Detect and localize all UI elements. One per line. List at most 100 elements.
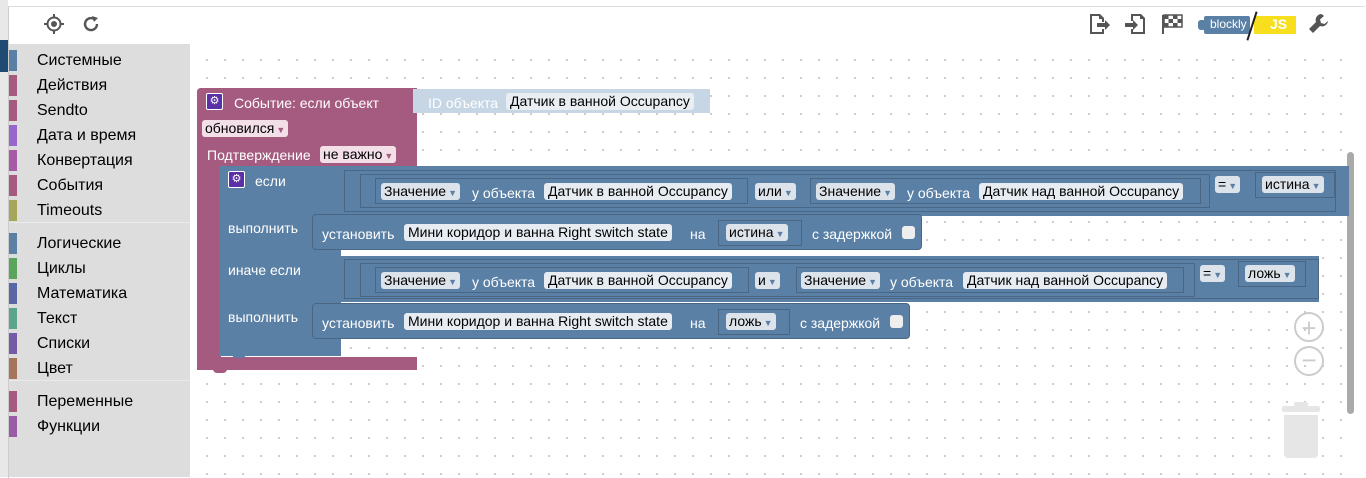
- category-loops[interactable]: Циклы: [9, 256, 190, 281]
- toolbox-group-system: Системные Действия Sendto Дата и время К…: [9, 48, 190, 223]
- checkered-flag-icon[interactable]: [1160, 12, 1184, 36]
- category-label: Переменные: [37, 393, 134, 410]
- category-math[interactable]: Математика: [9, 281, 190, 306]
- compare-operator-dropdown[interactable]: =▼: [1215, 176, 1241, 193]
- category-convert[interactable]: Конвертация: [9, 148, 190, 173]
- export-icon[interactable]: [1087, 12, 1111, 36]
- mutator-gear-icon[interactable]: ⚙: [228, 171, 245, 188]
- set-label: установить: [322, 226, 395, 242]
- category-label: Цвет: [37, 360, 73, 377]
- zoom-out-icon[interactable]: −: [1294, 346, 1324, 376]
- value-prop-dropdown[interactable]: Значение▼: [801, 272, 881, 289]
- category-color-swatch: [9, 391, 17, 412]
- category-color-swatch: [9, 308, 17, 329]
- category-colour[interactable]: Цвет: [9, 356, 190, 381]
- category-events[interactable]: События: [9, 173, 190, 198]
- category-color-swatch: [9, 416, 17, 437]
- category-label: Действия: [37, 77, 108, 94]
- category-system[interactable]: Системные: [9, 48, 190, 73]
- chevron-down-icon: ▼: [448, 188, 458, 198]
- of-object-label: у объекта: [907, 185, 971, 201]
- target-field[interactable]: Мини коридор и ванна Right switch state: [404, 313, 672, 330]
- do2-label: выполнить: [228, 309, 298, 325]
- blockly-js-toggle[interactable]: blockly JS: [1198, 11, 1296, 41]
- category-label: Логические: [37, 235, 122, 252]
- on-label: на: [690, 315, 706, 331]
- trash-icon[interactable]: [1282, 402, 1320, 458]
- object-id-field[interactable]: Датчик в ванной Occupancy: [506, 93, 694, 110]
- editor-frame: [8, 6, 1365, 478]
- category-label: Системные: [37, 52, 122, 69]
- target-field[interactable]: Мини коридор и ванна Right switch state: [404, 224, 672, 241]
- event-trigger-dropdown[interactable]: обновился▼: [202, 120, 289, 137]
- object-field[interactable]: Датчик над ванной Occupancy: [963, 272, 1168, 289]
- delay-checkbox[interactable]: [902, 226, 915, 239]
- boolean-dropdown[interactable]: ложь▼: [1245, 265, 1295, 282]
- category-label: Текст: [37, 310, 78, 327]
- zoom-in-icon[interactable]: +: [1294, 312, 1324, 342]
- workspace-scrollbar[interactable]: [1347, 152, 1354, 414]
- category-color-swatch: [9, 358, 17, 379]
- category-variables[interactable]: Переменные: [9, 389, 190, 414]
- of-object-label: у объекта: [472, 274, 536, 290]
- wrench-icon[interactable]: [1307, 12, 1331, 36]
- boolean-dropdown[interactable]: истина▼: [726, 224, 788, 241]
- if-block-notch: [232, 352, 246, 358]
- category-datetime[interactable]: Дата и время: [9, 123, 190, 148]
- toolbox-separator: [9, 380, 190, 389]
- category-color-swatch: [9, 100, 17, 121]
- chevron-down-icon: ▼: [883, 188, 893, 198]
- compare-operator-dropdown[interactable]: =▼: [1200, 265, 1226, 282]
- category-functions[interactable]: Функции: [9, 414, 190, 439]
- category-color-swatch: [9, 50, 17, 71]
- import-icon[interactable]: [1124, 12, 1148, 36]
- category-text[interactable]: Текст: [9, 306, 190, 331]
- category-color-swatch: [9, 200, 17, 221]
- object-field[interactable]: Датчик над ванной Occupancy: [979, 183, 1184, 200]
- category-actions[interactable]: Действия: [9, 73, 190, 98]
- category-label: Списки: [37, 335, 91, 352]
- category-label: Конвертация: [37, 152, 133, 169]
- category-lists[interactable]: Списки: [9, 331, 190, 356]
- boolean-dropdown[interactable]: истина▼: [1262, 176, 1324, 193]
- category-color-swatch: [9, 125, 17, 146]
- object-field[interactable]: Датчик в ванной Occupancy: [544, 272, 732, 289]
- event-title: Событие: если объект: [234, 95, 380, 111]
- left-edge-strip: [0, 0, 8, 477]
- delay-checkbox[interactable]: [890, 315, 903, 328]
- chevron-down-icon: ▼: [384, 151, 394, 161]
- boolean-value: истина: [1265, 176, 1310, 192]
- event-trigger-value: обновился: [205, 120, 275, 136]
- value-prop-dropdown[interactable]: Значение▼: [381, 272, 461, 289]
- toolbox-separator: [9, 222, 190, 231]
- category-logic[interactable]: Логические: [9, 231, 190, 256]
- boolean-value: ложь: [729, 313, 762, 329]
- mutator-gear-icon[interactable]: ⚙: [206, 93, 223, 110]
- value-prop: Значение: [384, 183, 447, 199]
- do-label: выполнить: [228, 220, 298, 236]
- confirm-value: не важно: [323, 146, 383, 162]
- category-sendto[interactable]: Sendto: [9, 98, 190, 123]
- category-timeouts[interactable]: Timeouts: [9, 198, 190, 223]
- and-operator-dropdown[interactable]: и▼: [755, 272, 780, 289]
- category-label: Функции: [37, 418, 101, 435]
- toolbar: blockly JS: [9, 7, 1364, 43]
- or-operator-dropdown[interactable]: или▼: [755, 183, 796, 200]
- confirm-dropdown[interactable]: не важно▼: [320, 146, 397, 163]
- elseif-label: иначе если: [228, 262, 301, 278]
- of-object-label: у объекта: [890, 274, 954, 290]
- chevron-down-icon: ▼: [783, 188, 793, 198]
- object-field[interactable]: Датчик в ванной Occupancy: [544, 183, 732, 200]
- value-prop-dropdown[interactable]: Значение▼: [816, 183, 896, 200]
- boolean-dropdown[interactable]: ложь▼: [726, 313, 776, 330]
- delay-label: с задержкой: [812, 226, 893, 242]
- chevron-down-icon: ▼: [775, 229, 785, 239]
- operator-value: и: [758, 272, 766, 288]
- chevron-down-icon: ▼: [276, 125, 286, 135]
- refresh-icon[interactable]: [79, 12, 103, 36]
- crosshair-icon[interactable]: [42, 12, 66, 36]
- value-prop-dropdown[interactable]: Значение▼: [381, 183, 461, 200]
- category-label: Sendto: [37, 102, 88, 119]
- chevron-down-icon: ▼: [448, 277, 458, 287]
- category-color-swatch: [9, 150, 17, 171]
